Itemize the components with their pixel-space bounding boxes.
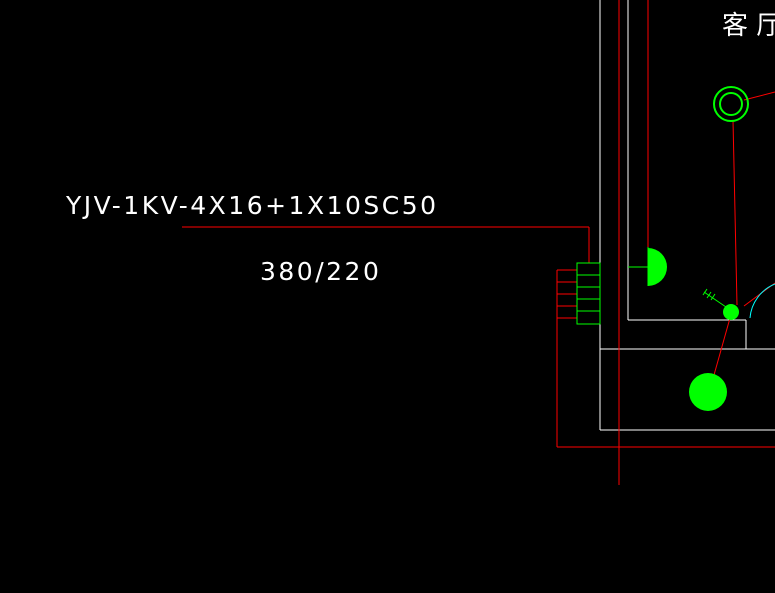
switch-icon bbox=[702, 288, 739, 320]
room-label: 客 厅 bbox=[722, 11, 775, 41]
ceiling-lamp-icon bbox=[713, 86, 749, 122]
distribution-panel-symbol bbox=[576, 262, 601, 325]
voltage-label: 380/220 bbox=[260, 257, 381, 286]
cable-spec-label: YJV-1KV-4X16+1X10SC50 bbox=[65, 191, 439, 220]
switch-to-bulkhead bbox=[713, 317, 731, 376]
door-arc bbox=[749, 283, 775, 319]
lamp-feed-right bbox=[743, 91, 775, 101]
wiring bbox=[182, 0, 775, 485]
bulkhead-lamp-icon bbox=[689, 373, 727, 411]
lamp-to-switch bbox=[732, 119, 738, 306]
wall-lamp-icon bbox=[628, 247, 667, 286]
panel-box bbox=[576, 262, 601, 325]
